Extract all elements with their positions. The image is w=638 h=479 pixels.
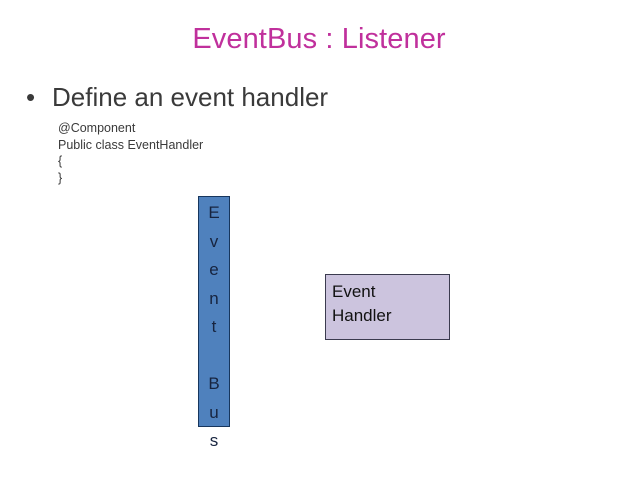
eventbus-bar-letter-space [199, 342, 229, 371]
eventbus-bar-letter: e [209, 260, 219, 279]
bullet-item-label: Define an event handler [52, 82, 329, 112]
event-handler-box-shape: Event Handler [325, 274, 450, 340]
page-title: EventBus : Listener [192, 23, 446, 55]
eventbus-bar-label: E v e n t B u s [199, 199, 229, 456]
eventbus-bar-letter: n [209, 288, 219, 308]
eventbus-bar-shape: E v e n t B u s [198, 196, 230, 450]
eventbus-bar-letter: v [209, 231, 219, 251]
event-handler-box-label-line: Event [332, 282, 376, 301]
eventbus-bar-letter: B [208, 374, 220, 393]
code-snippet: @Component Public class EventHandler { } [58, 120, 203, 186]
code-line: } [58, 170, 63, 185]
eventbus-bar-letter: E [208, 203, 220, 222]
code-line: @Component [58, 121, 136, 135]
bullet-list-item: • Define an event handler [26, 82, 586, 112]
bullet-marker-icon: • [26, 82, 36, 112]
code-line: { [58, 154, 63, 168]
eventbus-bar-letter: t [211, 317, 217, 336]
event-handler-box-label-line: Handler [332, 306, 392, 325]
eventbus-bar-letter: s [209, 431, 219, 450]
eventbus-bar-letter: u [209, 402, 219, 422]
code-line: Public class EventHandler [58, 137, 204, 152]
